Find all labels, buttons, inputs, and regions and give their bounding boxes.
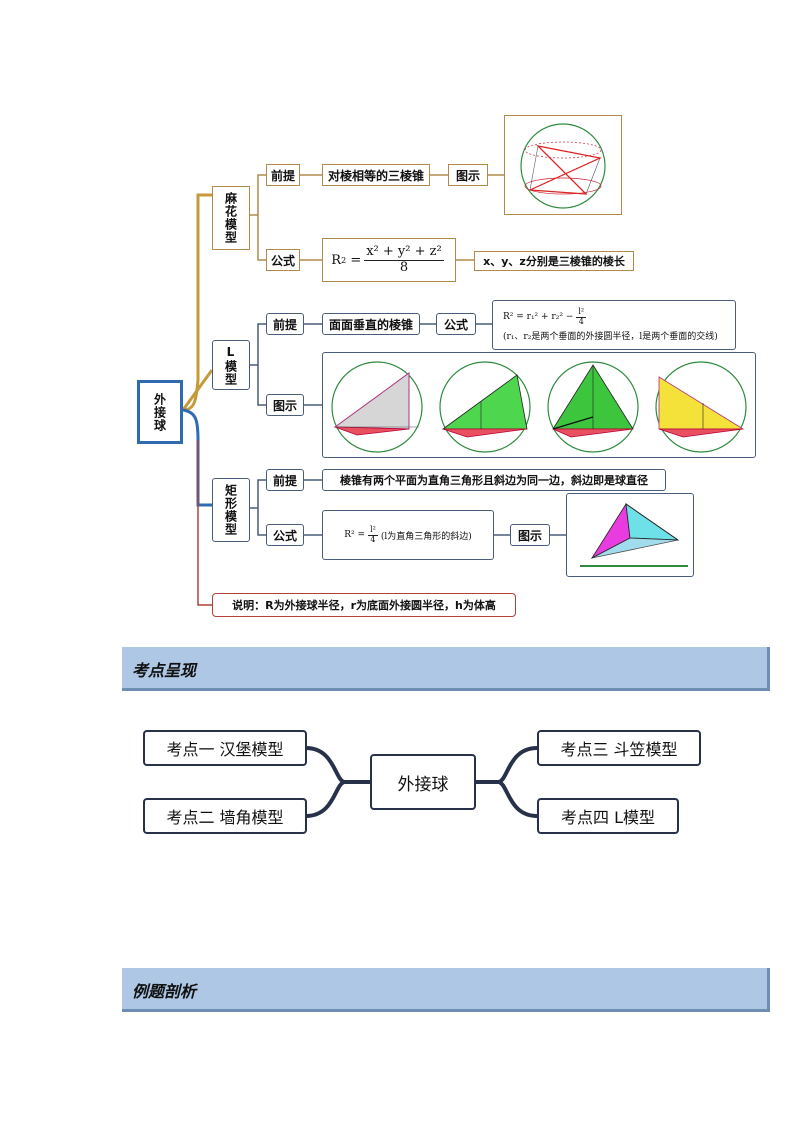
lmodel-formula-text: R² = r₁² + r₂² − xyxy=(503,312,574,322)
lmodel-figure-4 xyxy=(655,361,747,453)
mahua-formula-den: 8 xyxy=(399,259,409,275)
lmodel-formula-note: (r₁、r₂是两个垂面的外接圆半径，l是两个垂面的交线) xyxy=(503,332,718,343)
root-node: 外接球 xyxy=(137,380,183,444)
lmodel-figure-1 xyxy=(331,361,423,453)
section-examples: 例题剖析 xyxy=(122,968,770,1012)
points-center: 外接球 xyxy=(370,754,476,810)
mahua-formula-lhs: R xyxy=(331,252,342,268)
rect-node: 矩形模型 xyxy=(212,478,250,542)
lmodel-figure-label: 图示 xyxy=(266,394,304,416)
point-1: 考点一 汉堡模型 xyxy=(143,730,307,766)
rect-label: 矩形模型 xyxy=(223,484,238,536)
section-points: 考点呈现 xyxy=(122,647,770,691)
rect-figure-image xyxy=(580,502,688,567)
mahua-figure-label: 图示 xyxy=(448,164,488,186)
points-connectors xyxy=(305,746,538,818)
rect-figure-label: 图示 xyxy=(510,524,550,546)
lmodel-figure-2 xyxy=(439,361,531,453)
mahua-label: 麻花模型 xyxy=(223,192,238,244)
point-2: 考点二 墙角模型 xyxy=(143,798,307,834)
rect-formula-den: 4 xyxy=(370,534,376,544)
mahua-premise: 对棱相等的三棱锥 xyxy=(322,164,430,186)
lmodel-premise: 面面垂直的棱锥 xyxy=(322,313,420,335)
mahua-premise-label: 前提 xyxy=(266,164,300,186)
lmodel-figures xyxy=(322,352,756,458)
mindmap-connectors xyxy=(181,174,566,606)
rect-formula-note: (l为直角三角形的斜边) xyxy=(380,531,472,542)
rect-premise-label: 前提 xyxy=(266,469,304,491)
point-4: 考点四 L模型 xyxy=(537,798,679,834)
lmodel-formula-num: l² xyxy=(576,306,587,318)
lmodel-figure-3 xyxy=(547,361,639,453)
mahua-formula-num: x² + y² + z² xyxy=(364,244,444,261)
section-points-title: 考点呈现 xyxy=(132,661,197,680)
lmodel-formula-label: 公式 xyxy=(436,313,476,335)
rect-formula-num: l² xyxy=(368,524,378,536)
rect-figure xyxy=(566,493,694,577)
mahua-note: x、y、z分别是三棱锥的棱长 xyxy=(474,251,634,271)
rect-formula-text: R² = xyxy=(344,530,366,540)
point-3: 考点三 斗笠模型 xyxy=(537,730,701,766)
lmodel-premise-label: 前提 xyxy=(266,313,304,335)
mahua-figure xyxy=(504,115,622,215)
explain-note: 说明：R为外接球半径，r为底面外接圆半径，h为体高 xyxy=(212,593,516,617)
rect-formula-label: 公式 xyxy=(266,524,304,546)
root-label: 外接球 xyxy=(152,392,167,432)
lmodel-formula-den: 4 xyxy=(578,316,584,326)
lmodel-label: L模型 xyxy=(223,344,238,386)
section-examples-title: 例题剖析 xyxy=(132,982,197,1001)
lmodel-node: L模型 xyxy=(212,340,250,390)
sphere-tetra-image xyxy=(520,123,606,209)
mahua-node: 麻花模型 xyxy=(212,186,250,250)
mahua-formula-label: 公式 xyxy=(266,249,300,271)
rect-premise: 棱锥有两个平面为直角三角形且斜边为同一边，斜边即是球直径 xyxy=(322,469,666,491)
